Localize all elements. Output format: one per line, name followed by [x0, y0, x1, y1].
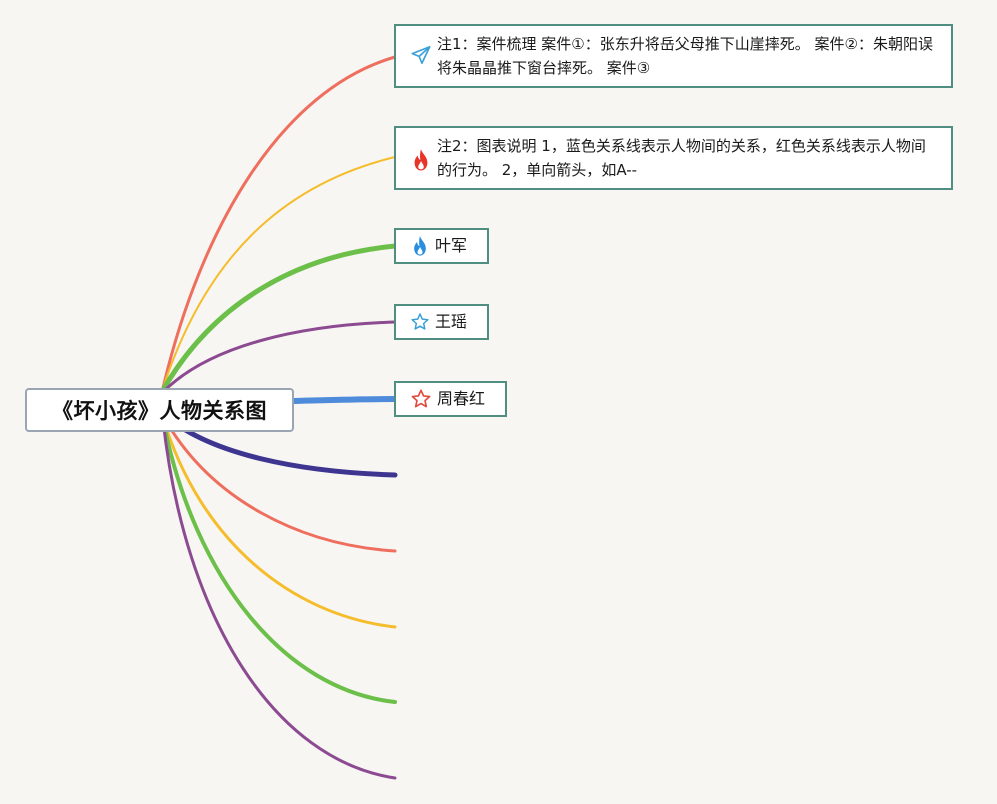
paper-plane-icon	[411, 45, 431, 65]
branch-line-empty-3	[161, 416, 397, 629]
fire-red-icon	[414, 149, 428, 171]
branch-line-note1	[161, 55, 397, 390]
note2-node[interactable]: 注2：图表说明 1，蓝色关系线表示人物间的关系，红色关系线表示人物间的行为。 2…	[394, 126, 953, 190]
branch-line-empty-5	[161, 418, 397, 780]
root-topic-title[interactable]: 《坏小孩》人物关系图	[25, 388, 294, 432]
fire-blue-icon	[414, 236, 426, 256]
star-outline-blue-icon	[411, 313, 429, 330]
yejun-label: 叶军	[435, 236, 468, 255]
branch-line-note2	[162, 156, 396, 389]
branch-line-wangyao	[161, 320, 397, 394]
wangyao-node[interactable]: 王瑶	[394, 304, 489, 340]
branch-line-yejun	[160, 243, 398, 393]
note1-node[interactable]: 注1：案件梳理 案件①：张东升将岳父母推下山崖摔死。 案件②：朱朝阳误将朱晶晶推…	[394, 24, 953, 88]
star-outline-red-icon	[411, 389, 431, 408]
note2-text: 注2：图表说明 1，蓝色关系线表示人物间的关系，红色关系线表示人物间的行为。 2…	[437, 137, 926, 179]
wangyao-label: 王瑶	[435, 312, 468, 331]
branch-line-empty-4	[161, 418, 397, 704]
yejun-node[interactable]: 叶军	[394, 228, 489, 264]
branch-line-empty-2	[161, 414, 397, 553]
note1-text: 注1：案件梳理 案件①：张东升将岳父母推下山崖摔死。 案件②：朱朝阳误将朱晶晶推…	[437, 35, 933, 77]
zhouchunhong-node[interactable]: 周春红	[394, 381, 507, 417]
zhouchunhong-label: 周春红	[437, 389, 486, 408]
branch-line-zhouchunhong	[287, 396, 398, 404]
